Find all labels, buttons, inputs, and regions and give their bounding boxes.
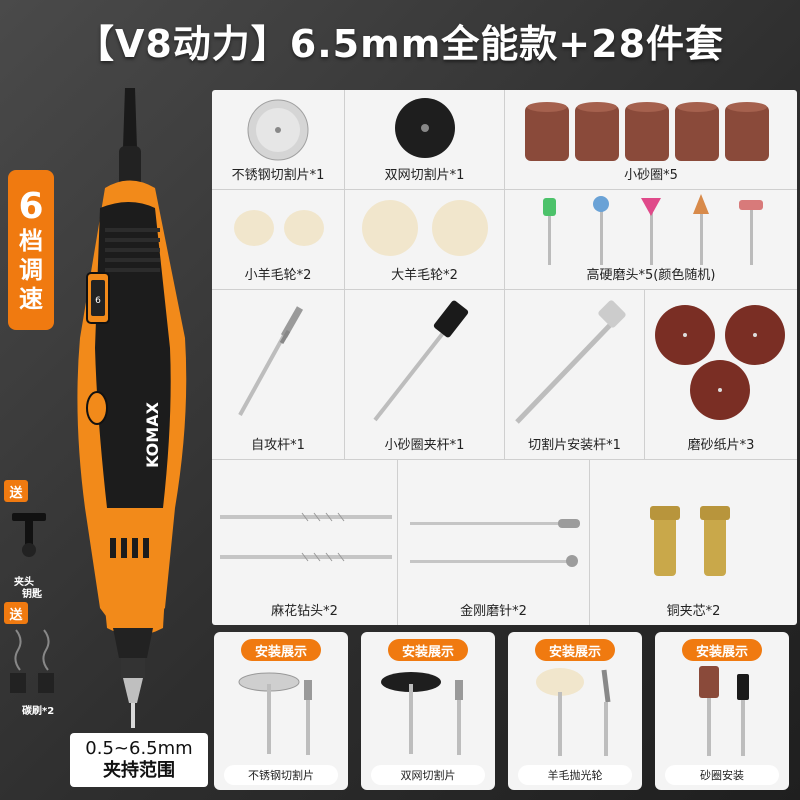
felt-install-icon: [536, 668, 611, 756]
mesh-install-icon: [381, 672, 463, 755]
accessory-twist-drills: 麻花钻头*2: [212, 460, 398, 625]
gift-label-line1: 夹头: [14, 577, 34, 588]
accessory-label: 小砂圈夹杆*1: [384, 438, 465, 453]
accessory-grinding-heads: 高硬磨头*5(颜色随机): [505, 190, 797, 290]
demo-foot: 双网切割片: [371, 765, 485, 785]
rotary-tool-illustration: 6 KOMAX: [77, 88, 187, 728]
gift-label-brush: 碳刷*2: [22, 706, 55, 717]
twist-drill-icon: [220, 512, 392, 562]
accessory-label: 双网切割片*1: [384, 168, 465, 183]
accessory-label: 麻花钻头*2: [271, 604, 338, 619]
grinding-head-icon: [543, 194, 763, 265]
demo-foot: 羊毛抛光轮: [518, 765, 632, 785]
demo-head: 安装展示: [388, 639, 468, 661]
accessory-collets: 铜夹芯*2: [590, 460, 797, 625]
accessory-diamond-bits: 金刚磨针*2: [398, 460, 590, 625]
accessory-band-mandrel: 小砂圈夹杆*1: [345, 290, 505, 460]
stainless-disc-icon: [247, 99, 309, 161]
clamp-range-box: 0.5~6.5mm 夹持范围: [70, 733, 208, 787]
speed-badge: 6 档 调 速: [8, 170, 54, 330]
small-felt-wheel-icon: [234, 210, 324, 246]
demo-head: 安装展示: [535, 639, 615, 661]
badge-text-1: 档: [19, 226, 43, 255]
demo-head: 安装展示: [682, 639, 762, 661]
screw-mandrel-icon: [238, 306, 304, 416]
demo-foot: 砂圈安装: [665, 765, 779, 785]
demo-head: 安装展示: [241, 639, 321, 661]
brand-logo: KOMAX: [143, 401, 162, 468]
speed-count: 6: [18, 185, 44, 227]
badge-text-2: 调: [19, 255, 43, 284]
accessory-label: 切割片安装杆*1: [528, 438, 621, 453]
accessory-disc-mandrel: 切割片安装杆*1: [505, 290, 645, 460]
accessory-screw-mandrel: 自攻杆*1: [212, 290, 345, 460]
chuck-key-icon: [12, 513, 46, 557]
range-label: 夹持范围: [103, 760, 175, 781]
disc-mandrel-icon: [515, 300, 626, 424]
sanding-band-icon: [525, 102, 769, 161]
accessory-label: 小砂圈*5: [624, 168, 678, 183]
demo-card-mesh: 安装展示 双网切割片: [361, 632, 495, 790]
mesh-disc-icon: [395, 98, 455, 158]
gift-label-line2: 钥匙: [22, 589, 42, 600]
demo-card-stainless: 安装展示 不锈钢切割片: [214, 632, 348, 790]
accessory-label: 大羊毛轮*2: [391, 268, 458, 283]
accessory-label: 不锈钢切割片*1: [231, 168, 325, 183]
accessory-label: 磨砂纸片*3: [687, 438, 755, 453]
sanding-disc-icon: [655, 305, 785, 420]
copper-collet-icon: [650, 506, 730, 576]
dial-mark: 6: [95, 296, 101, 306]
demo-foot: 不锈钢切割片: [224, 765, 338, 785]
stainless-install-icon: [238, 672, 312, 755]
demo-card-felt: 安装展示 羊毛抛光轮: [508, 632, 642, 790]
gift-tag-2: 送: [4, 602, 28, 624]
accessory-large-felt: 大羊毛轮*2: [345, 190, 505, 290]
accessory-small-felt: 小羊毛轮*2: [212, 190, 345, 290]
diamond-bit-icon: [410, 519, 580, 567]
large-felt-wheel-icon: [362, 200, 488, 256]
carbon-brush-icon: [10, 629, 54, 693]
accessory-label: 小羊毛轮*2: [244, 268, 312, 283]
accessory-sanding-discs: 磨砂纸片*3: [645, 290, 797, 460]
accessory-mesh-disc: 双网切割片*1: [345, 90, 505, 190]
accessory-sanding-bands: 小砂圈*5: [505, 90, 797, 190]
band-mandrel-icon: [373, 300, 469, 422]
accessories-panel: 不锈钢切割片*1 双网切割片*1 小砂圈*5: [212, 90, 797, 625]
accessory-label: 铜夹芯*2: [666, 604, 721, 619]
accessory-label: 高硬磨头*5(颜色随机): [586, 268, 716, 283]
band-install-icon: [699, 666, 749, 756]
accessory-label: 自攻杆*1: [251, 438, 305, 453]
gift-tag-1: 送: [4, 480, 28, 502]
accessory-stainless-disc: 不锈钢切割片*1: [212, 90, 345, 190]
page-title: 【V8动力】6.5mm全能款+28件套: [75, 21, 725, 66]
demo-card-band: 安装展示 砂圈安装: [655, 632, 789, 790]
accessory-label: 金刚磨针*2: [460, 604, 527, 619]
badge-text-3: 速: [19, 284, 43, 313]
range-value: 0.5~6.5mm: [85, 738, 193, 759]
